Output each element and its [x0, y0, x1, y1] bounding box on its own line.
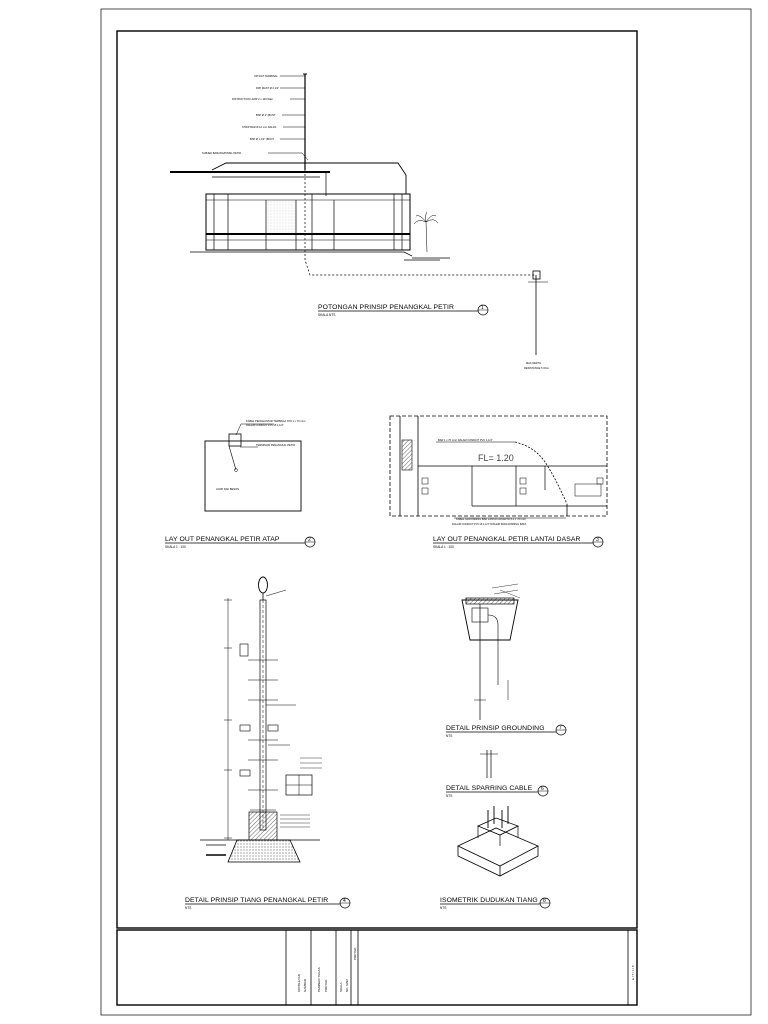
drawing-2-scale: SKALA 1 : 100	[165, 545, 186, 549]
drawing-2-number: 2	[308, 537, 311, 543]
callout-air-terminal: UPI DAT TERMINAL	[254, 74, 278, 78]
roof-note-conduit: DALAM CONDUIT PVC Ø 1,1/4"	[246, 423, 284, 427]
drawing-3-title: LAY OUT PENANGKAL PETIR LANTAI DASAR	[433, 536, 581, 543]
drawing-roof-layout-2	[204, 423, 302, 512]
title-drawing-7: DETAIL PRINSIP GROUNDING NTS 7	[446, 724, 567, 738]
title-block	[285, 930, 629, 1005]
drawing-3-number: 3	[596, 537, 599, 543]
drawing-pole-detail-4	[200, 576, 322, 863]
callout-bsp-1-1-2: BSP Ø 1,1/2" (BCNT	[250, 137, 274, 141]
title-drawing-3: LAY OUT PENANGKAL PETIR LANTAI DASAR SKA…	[433, 536, 604, 549]
sheet-frame	[100, 8, 752, 1016]
drawing-ground-layout-3	[389, 415, 608, 519]
roof-room-label: ACDP DAK BESON	[216, 487, 239, 491]
drawing-7-number: 7	[559, 725, 562, 731]
drawing-1-number: 1	[481, 305, 484, 311]
title-drawing-6: DETAIL SPARRING CABLE NTS 6	[446, 785, 549, 798]
tb-pemberi-tugas: PEMBERI TUGAS	[317, 967, 321, 992]
title-drawing-4: DETAIL PRINSIP TIANG PENANGKAL PETIR NTS…	[185, 897, 351, 910]
drawing-7-scale: NTS	[446, 734, 452, 738]
tb-sheet-code: E / 7 / 1 / 8	[631, 965, 635, 980]
ground-note-resistance: RESISTANCE 5 Ohm	[524, 366, 549, 370]
tb-no-gbr: NO. GBR	[345, 978, 349, 992]
ground-note-bar: BAR 1 x 70 mm² DALAM CONDUIT PVC 1,1/4"	[438, 438, 493, 442]
drawing-6-title: DETAIL SPARRING CABLE	[446, 785, 533, 792]
drawing-grounding-7	[461, 583, 521, 720]
drawing-sparring-cable-6	[480, 750, 498, 778]
title-drawing-2: LAY OUT PENANGKAL PETIR ATAP SKALA 1 : 1…	[165, 536, 316, 549]
drawing-8-title: ISOMETRIK DUDUKAN TIANG	[440, 897, 538, 904]
ground-note-conduit: DALAM CONDUIT PVC Ø 1,1/4" DIKLEM PADA D…	[452, 522, 527, 526]
tb-proyek: PROYEK	[353, 947, 357, 960]
ground-note-depth: MAX DEPTH	[526, 361, 541, 365]
callout-obstruction-lamp: DISTRUCTION LAMP 2 x 100 Watt	[232, 97, 273, 101]
ground-layout-labels: BAR 1 x 70 mm² DALAM CONDUIT PVC 1,1/4" …	[438, 438, 527, 526]
callout-frp-mast: FRP MAST Ø 2,1/2"	[256, 86, 279, 90]
drawing-8-number: 8	[543, 898, 546, 904]
drawing-8-scale: NTS	[440, 906, 446, 910]
tb-konsultan: KONSULTAN	[297, 974, 301, 992]
callout-strip-bar: STRIP BAR Ø 12 mm DALAS	[242, 125, 277, 129]
callout-bsp-1: BSP Ø 1" (BCNT	[256, 113, 276, 117]
drawing-3-scale: SKALA 1 : 100	[433, 545, 454, 549]
drawing-4-title: DETAIL PRINSIP TIANG PENANGKAL PETIR	[185, 897, 328, 904]
tb-skala: SKALA	[339, 982, 343, 992]
section-callout-labels: UPI DAT TERMINAL FRP MAST Ø 2,1/2" DISTR…	[202, 74, 549, 370]
drawing-2-title: LAY OUT PENANGKAL PETIR ATAP	[165, 536, 280, 543]
callout-roof-clamp: SUBJEK BARANG/PINSIL PETIR	[202, 151, 241, 155]
tb-proyek-b: PROYEK	[324, 979, 328, 992]
roof-layout-labels: KABEL PENGHANTAR TEMBAGA NYA 1 x 70 mm² …	[216, 419, 306, 491]
drawing-isometric-base-8	[457, 806, 539, 877]
ground-note-cable: KABEL GROUNDING BAR LANTAI DASAR NYA 1 x…	[456, 517, 526, 521]
drawing-6-scale: NTS	[446, 794, 452, 798]
drawing-4-number: 4	[343, 898, 346, 904]
title-drawing-8: ISOMETRIK DUDUKAN TIANG NTS 8	[440, 897, 551, 910]
roof-note-terminal: TERMINASI PENANGKAL PETIR	[256, 443, 295, 447]
drawing-1-scale: SKALA NTS	[318, 313, 335, 317]
ground-level-label: FL= 1.20	[478, 453, 514, 463]
drawing-1-title: POTONGAN PRINSIP PENANGKAL PETIR	[318, 304, 454, 311]
tb-gambar: GAMBAR	[303, 978, 307, 992]
drawing-6-number: 6	[541, 786, 544, 792]
title-drawing-1: POTONGAN PRINSIP PENANGKAL PETIR SKALA N…	[318, 304, 489, 317]
roof-note-cable: KABEL PENGHANTAR TEMBAGA NYA 1 x 70 mm²	[246, 419, 306, 423]
drawing-7-title: DETAIL PRINSIP GROUNDING	[446, 725, 545, 732]
drawing-section-1	[170, 73, 548, 355]
title-block-labels: KONSULTAN GAMBAR PEMBERI TUGAS PROYEK SK…	[297, 947, 635, 992]
drawing-4-scale: NTS	[185, 906, 191, 910]
